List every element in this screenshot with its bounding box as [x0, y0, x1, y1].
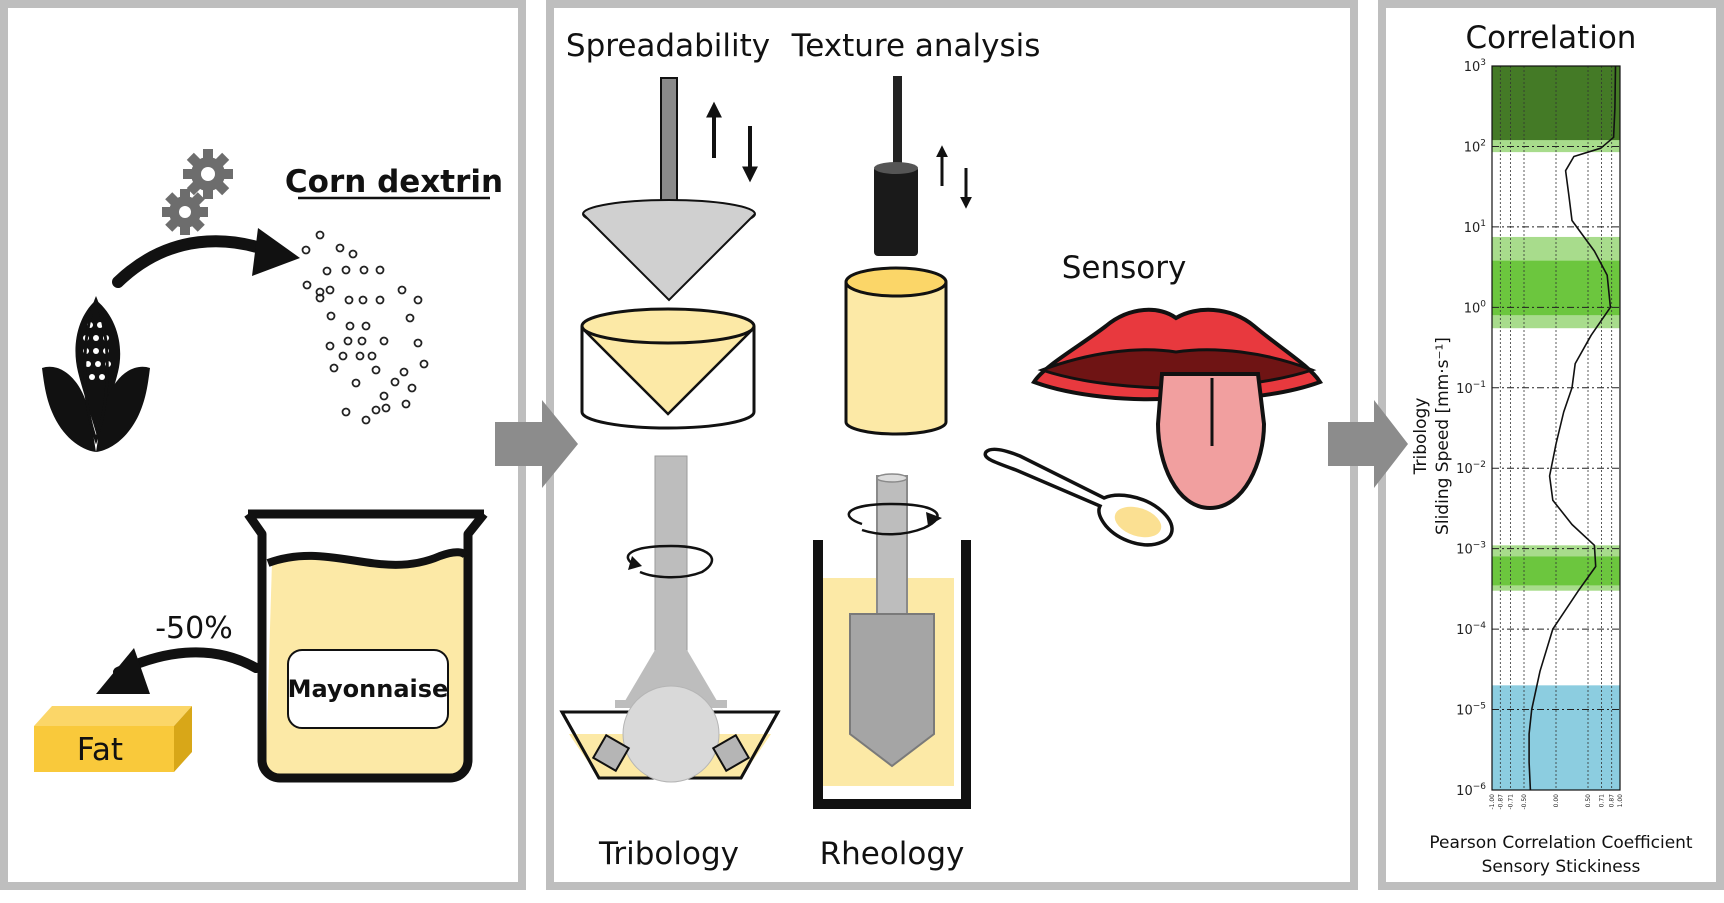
x-axis-label-line1: Pearson Correlation Coefficient [1429, 833, 1693, 853]
spoon-icon [983, 447, 1174, 547]
rheology-rotation-arrow [847, 502, 939, 536]
x-tick-label: -0.71 [1508, 794, 1515, 810]
x-tick-label: -0.87 [1497, 794, 1504, 810]
correlation-curve [1528, 65, 1617, 791]
y-tick-label: 103 [1464, 58, 1486, 75]
x-tick-label: 0.50 [1585, 794, 1592, 808]
rheology-rotation-arrow-head [926, 512, 942, 526]
y-tick-label: 10−4 [1456, 621, 1486, 638]
reduction-arrow-head [96, 648, 150, 694]
gear-icon [183, 149, 233, 199]
corn-dextrin-label: Corn dextrin [285, 164, 503, 200]
process-arrow-head [252, 228, 300, 276]
tribology-label: Tribology [598, 836, 739, 872]
y-tick-label: 102 [1464, 138, 1486, 155]
x-tick-label: 0.87 [1609, 794, 1616, 808]
texture-analysis-label: Texture analysis [791, 28, 1041, 64]
y-tick-label: 10−6 [1456, 782, 1486, 799]
rheology-label: Rheology [820, 836, 965, 872]
y-tick-label: 10−1 [1456, 380, 1486, 397]
x-tick-label: -0.50 [1521, 794, 1528, 810]
spreadability-label: Spreadability [566, 28, 770, 64]
plot-frame [1491, 65, 1621, 791]
texture-analyzer-apparatus [844, 76, 948, 436]
x-tick-label: -1.00 [1489, 794, 1496, 810]
arrow-middle-to-right [1328, 400, 1408, 488]
fat-label: Fat [77, 732, 123, 768]
gear-icon [162, 189, 208, 235]
x-tick-label: 1.00 [1617, 794, 1624, 808]
y-tick-label: 10−5 [1456, 702, 1486, 719]
y-tick-label: 10−3 [1456, 541, 1486, 558]
mouth-tongue-icon [1030, 307, 1324, 511]
arrow-left-to-middle [495, 400, 578, 488]
tribology-apparatus [559, 455, 781, 783]
y-axis-label-line2: Sliding Speed [mm·s⁻¹] [1433, 337, 1453, 535]
tribology-rotation-arrow-head [628, 556, 642, 570]
sensory-label: Sensory [1062, 250, 1187, 286]
y-tick-label: 101 [1464, 219, 1486, 236]
x-tick-label: 0.00 [1553, 794, 1560, 808]
mayonnaise-box [287, 649, 449, 729]
x-axis-label-line2: Sensory Stickiness [1482, 857, 1641, 877]
fat-block [34, 706, 192, 772]
y-tick-label: 100 [1464, 299, 1487, 316]
tribology-rotation-arrow [626, 544, 714, 579]
dextrin-particles [301, 230, 429, 425]
rheology-apparatus [813, 473, 971, 809]
chart-title: Correlation [1466, 20, 1637, 56]
x-tick-label: 0.71 [1598, 794, 1605, 808]
spreadability-apparatus [580, 77, 756, 430]
corn-icon [42, 295, 150, 452]
y-tick-label: 10−2 [1456, 460, 1486, 477]
reduction-label: -50% [155, 611, 233, 646]
chart-plot-area: 10−6 10−5 10−4 10−3 10−2 10−1 100 101 102 103 -1.0… [1456, 58, 1624, 810]
y-axis-label-line1: Tribology [1411, 398, 1431, 476]
mayonnaise-label: Mayonnaise [288, 675, 449, 703]
